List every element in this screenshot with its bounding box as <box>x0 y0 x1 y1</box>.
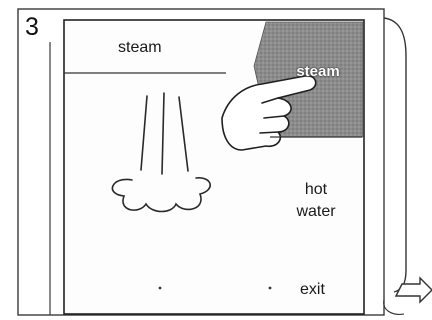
arrow-icon <box>384 18 432 314</box>
indicator-dot <box>269 287 272 290</box>
menu-water-line: water <box>286 204 346 220</box>
screen-title: steam <box>118 40 162 56</box>
indicator-dot <box>159 287 162 290</box>
menu-hot-water[interactable]: hot water <box>286 182 346 220</box>
menu-hot-line: hot <box>286 182 346 198</box>
step-number: 3 <box>16 12 48 42</box>
steam-key-label: steam <box>272 64 364 79</box>
menu-exit[interactable]: exit <box>300 282 325 298</box>
